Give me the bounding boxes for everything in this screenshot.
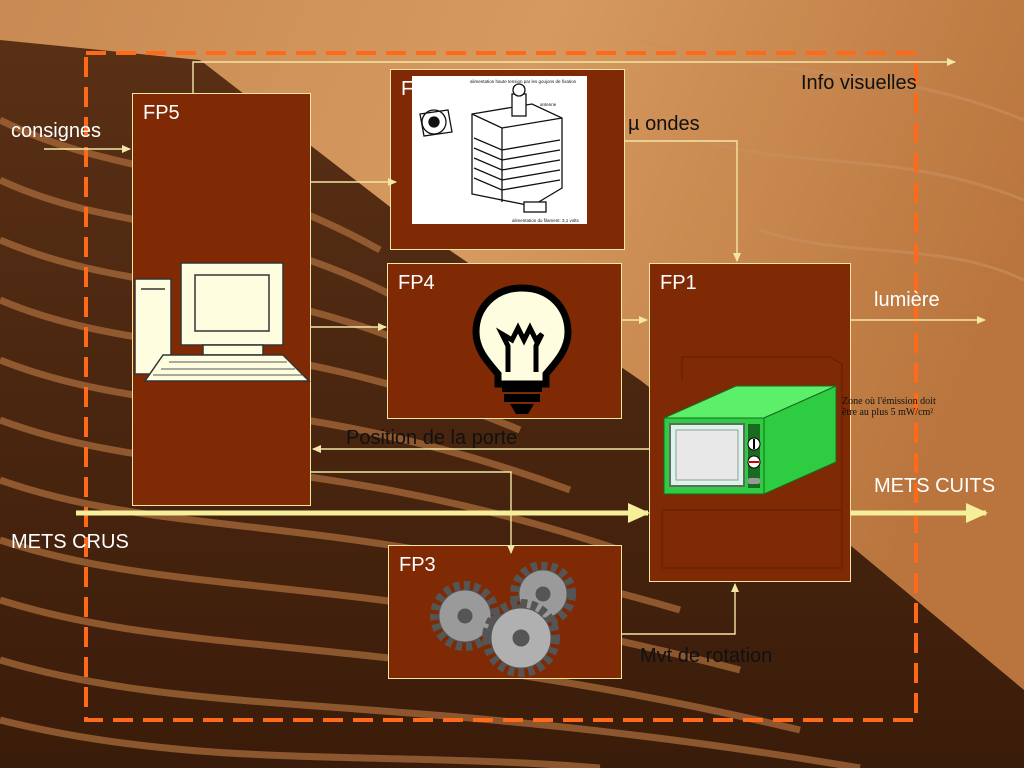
- info-visuelles-label: Info visuelles: [801, 72, 917, 94]
- gears-icon: [430, 562, 576, 677]
- fp1-box: FP1: [649, 263, 851, 582]
- consignes-label: consignes: [11, 120, 102, 142]
- fp1-label: FP1: [660, 272, 697, 294]
- magnetron-top-label: alimentation haute tension par les goujo…: [470, 79, 577, 84]
- micro-ondes-label: µ ondes: [628, 113, 700, 135]
- mvt-rotation-label: Mvt de rotation: [640, 645, 773, 667]
- mets-cuits-label: METS CUITS: [874, 475, 996, 497]
- microwave-oven-icon: [663, 385, 837, 495]
- position-porte-label: Position de la porte: [346, 427, 518, 449]
- light-bulb-icon: [472, 284, 572, 414]
- mets-crus-label: METS CRUS: [11, 531, 129, 553]
- magnetron-antenna-label: antenne: [540, 102, 557, 107]
- magnetron-illustration: alimentation haute tension par les goujo…: [412, 76, 587, 224]
- fp2-box: F alimentation haute tension par les gou…: [390, 69, 625, 250]
- emission-zone-note: Zone où l'émission doit être au plus 5 m…: [842, 396, 936, 418]
- magnetron-bottom-label: alimentation du filament: 3,1 volts: [512, 218, 580, 223]
- fp4-box: FP4: [387, 263, 622, 419]
- computer-icon: [134, 262, 311, 382]
- fp3-box: FP3: [388, 545, 622, 679]
- fp5-label: FP5: [143, 102, 180, 124]
- fp5-box: FP5: [132, 93, 311, 506]
- lumiere-label: lumière: [874, 289, 940, 311]
- fp4-label: FP4: [398, 272, 435, 294]
